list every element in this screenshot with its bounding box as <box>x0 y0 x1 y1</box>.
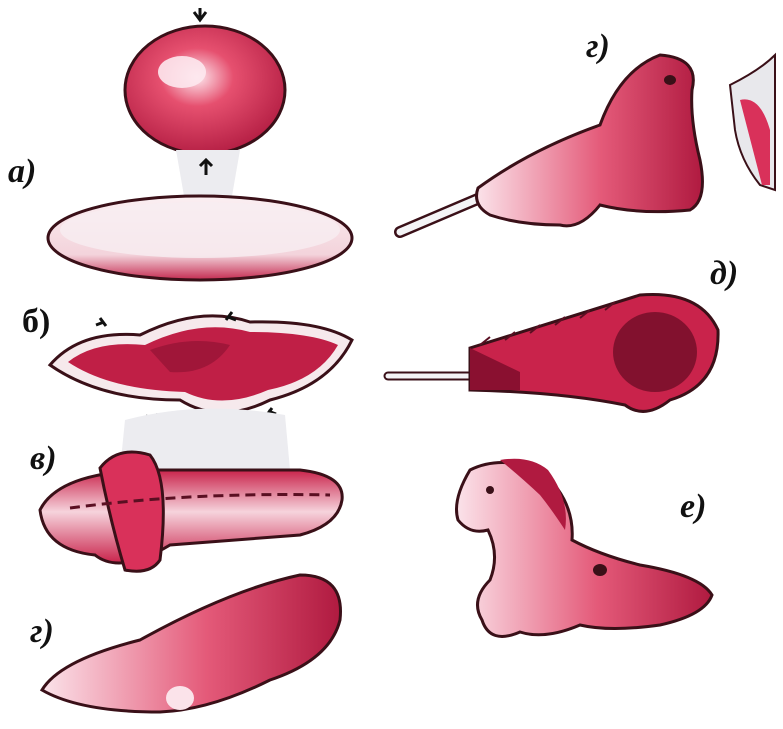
label-g-right: г) <box>586 30 610 64</box>
step-g-smoothed-body <box>42 575 341 712</box>
step-g-bird-whistle <box>400 55 775 232</box>
step-b-hollow-form <box>50 312 352 422</box>
step-e-horse-whistle <box>457 459 713 637</box>
shadow-connector <box>176 150 240 196</box>
label-a: а) <box>8 155 36 189</box>
step-d-whistle-section <box>388 294 718 411</box>
arrow-icon <box>194 8 206 20</box>
label-d: д) <box>710 257 738 291</box>
label-v: в) <box>30 442 57 476</box>
label-g-left: г) <box>30 615 54 649</box>
arrow-icon <box>96 318 106 326</box>
step-v-joined-body <box>40 452 342 571</box>
label-b: б) <box>22 305 50 339</box>
label-e: е) <box>680 490 706 524</box>
step-a-flat-disc <box>48 196 352 280</box>
step-a-ball <box>125 8 285 154</box>
